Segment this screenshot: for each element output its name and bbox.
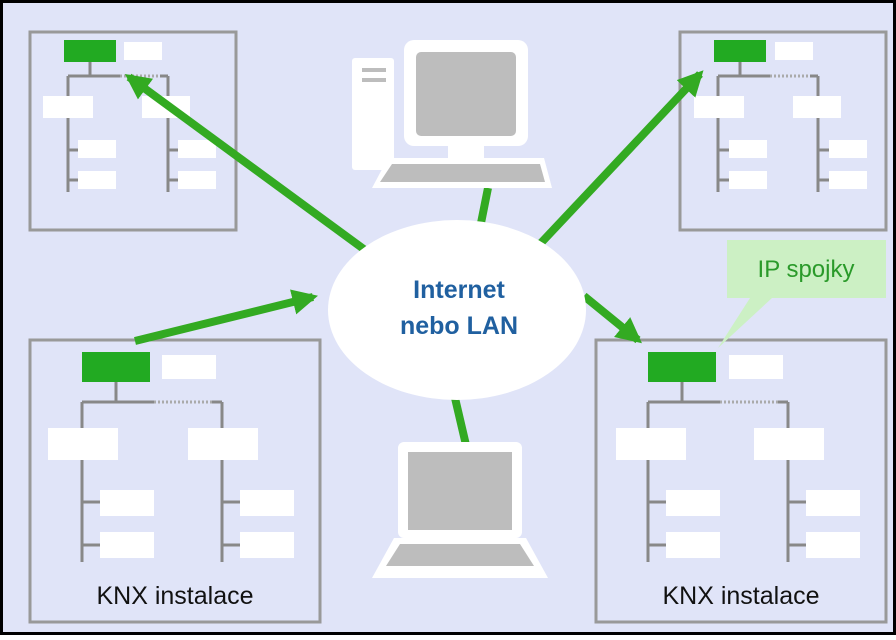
cloud-ellipse: [328, 220, 586, 400]
arrow-from-bottom-left: [134, 289, 318, 345]
line-coupler-box: [188, 428, 258, 460]
knx-installation-bottom-right: KNX instalace: [594, 338, 888, 624]
device-box: [829, 171, 867, 189]
device-box: [178, 140, 216, 158]
line-coupler-box: [694, 96, 744, 118]
installation-label: KNX instalace: [662, 582, 819, 610]
topology-lines: [646, 382, 806, 562]
line-coupler-box: [754, 428, 824, 460]
arrow-to-bottom-right: [581, 292, 642, 344]
topology-lines: [716, 62, 830, 192]
device-box: [666, 490, 720, 516]
line-coupler-box: [616, 428, 686, 460]
device-box: [178, 171, 216, 189]
arrow-to-top-right: [537, 70, 704, 247]
line-coupler-box: [793, 96, 841, 118]
device-box: [729, 355, 783, 379]
ip-coupler-device: [82, 352, 150, 382]
device-box: [806, 532, 860, 558]
device-box: [240, 532, 294, 558]
device-box: [78, 140, 116, 158]
callout-bubble: [718, 240, 886, 348]
knx-installation-bottom-left: KNX instalace: [28, 338, 322, 624]
monitor-screen: [416, 52, 516, 136]
arrow-to-top-left: [124, 73, 368, 254]
device-box: [829, 140, 867, 158]
ip-coupler-device: [714, 40, 766, 62]
device-box: [729, 140, 767, 158]
device-box: [100, 490, 154, 516]
installation-frame: [28, 338, 322, 624]
topology-lines: [66, 62, 180, 192]
knx-installation-top-left: [28, 30, 238, 232]
laptop-keyboard: [386, 544, 534, 566]
ip-coupler-device: [648, 352, 716, 382]
installation-frame: [28, 30, 238, 232]
cloud-label-line1: Internet: [413, 276, 505, 304]
installation-frame: [594, 338, 888, 624]
device-box: [100, 532, 154, 558]
link-line-laptop: [451, 397, 470, 446]
installation-frame: [678, 30, 888, 232]
installation-label: KNX instalace: [96, 582, 253, 610]
device-box: [806, 490, 860, 516]
line-coupler-box: [43, 96, 93, 118]
knx-installation-top-right: [678, 30, 888, 232]
device-box: [729, 171, 767, 189]
computer-tower: [352, 58, 394, 170]
ip-coupler-device: [64, 40, 116, 62]
cloud-label-line2: nebo LAN: [400, 312, 518, 340]
device-box: [666, 532, 720, 558]
callout-label: IP spojky: [758, 256, 855, 283]
device-box: [124, 42, 162, 60]
device-box: [162, 355, 216, 379]
device-box: [775, 42, 813, 60]
desktop-computer-icon: [352, 40, 552, 188]
device-box: [78, 171, 116, 189]
laptop-icon: [372, 442, 548, 578]
ip-coupler-callout: IP spojky: [718, 240, 886, 348]
device-box: [240, 490, 294, 516]
laptop-screen: [408, 452, 512, 530]
link-line-desktop: [476, 187, 492, 229]
network-cloud: Internet nebo LAN: [328, 220, 586, 400]
line-coupler-box: [48, 428, 118, 460]
topology-lines: [80, 382, 240, 562]
